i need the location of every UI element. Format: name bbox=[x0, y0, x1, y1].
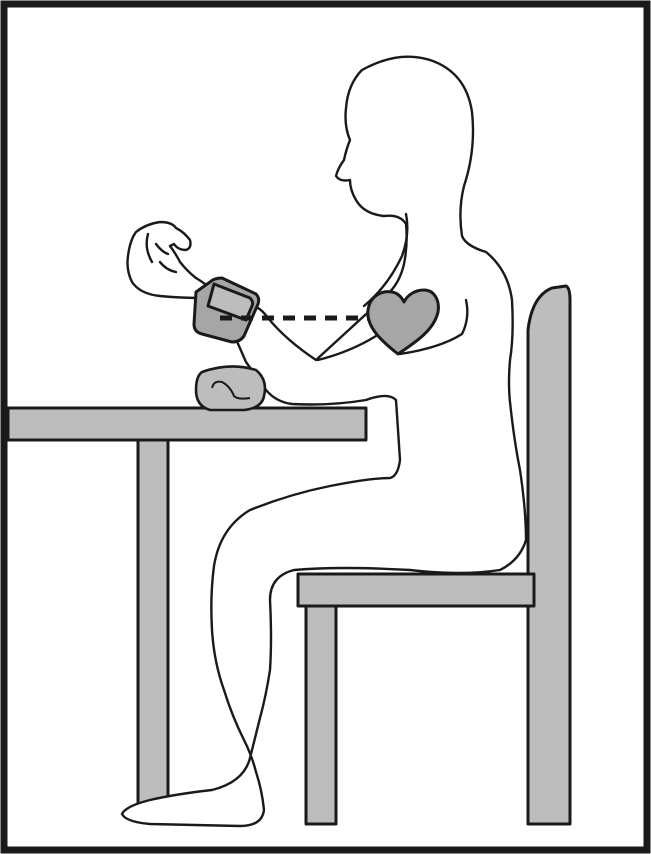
chair-front-leg bbox=[304, 600, 338, 826]
hand-detail bbox=[145, 232, 178, 274]
chair-backrest bbox=[526, 284, 572, 826]
cushion-swirl bbox=[211, 380, 251, 400]
forearm bbox=[126, 220, 214, 300]
chair bbox=[296, 284, 572, 826]
cushion bbox=[194, 365, 267, 412]
wrist-monitor-screen bbox=[206, 282, 255, 322]
table-top bbox=[6, 406, 368, 442]
arm-contour-lower bbox=[316, 334, 378, 362]
chair-seat bbox=[296, 572, 536, 608]
back-contour bbox=[398, 298, 469, 356]
table bbox=[6, 406, 368, 810]
table-leg bbox=[136, 436, 170, 810]
person bbox=[120, 55, 528, 828]
heart-icon bbox=[366, 288, 440, 356]
